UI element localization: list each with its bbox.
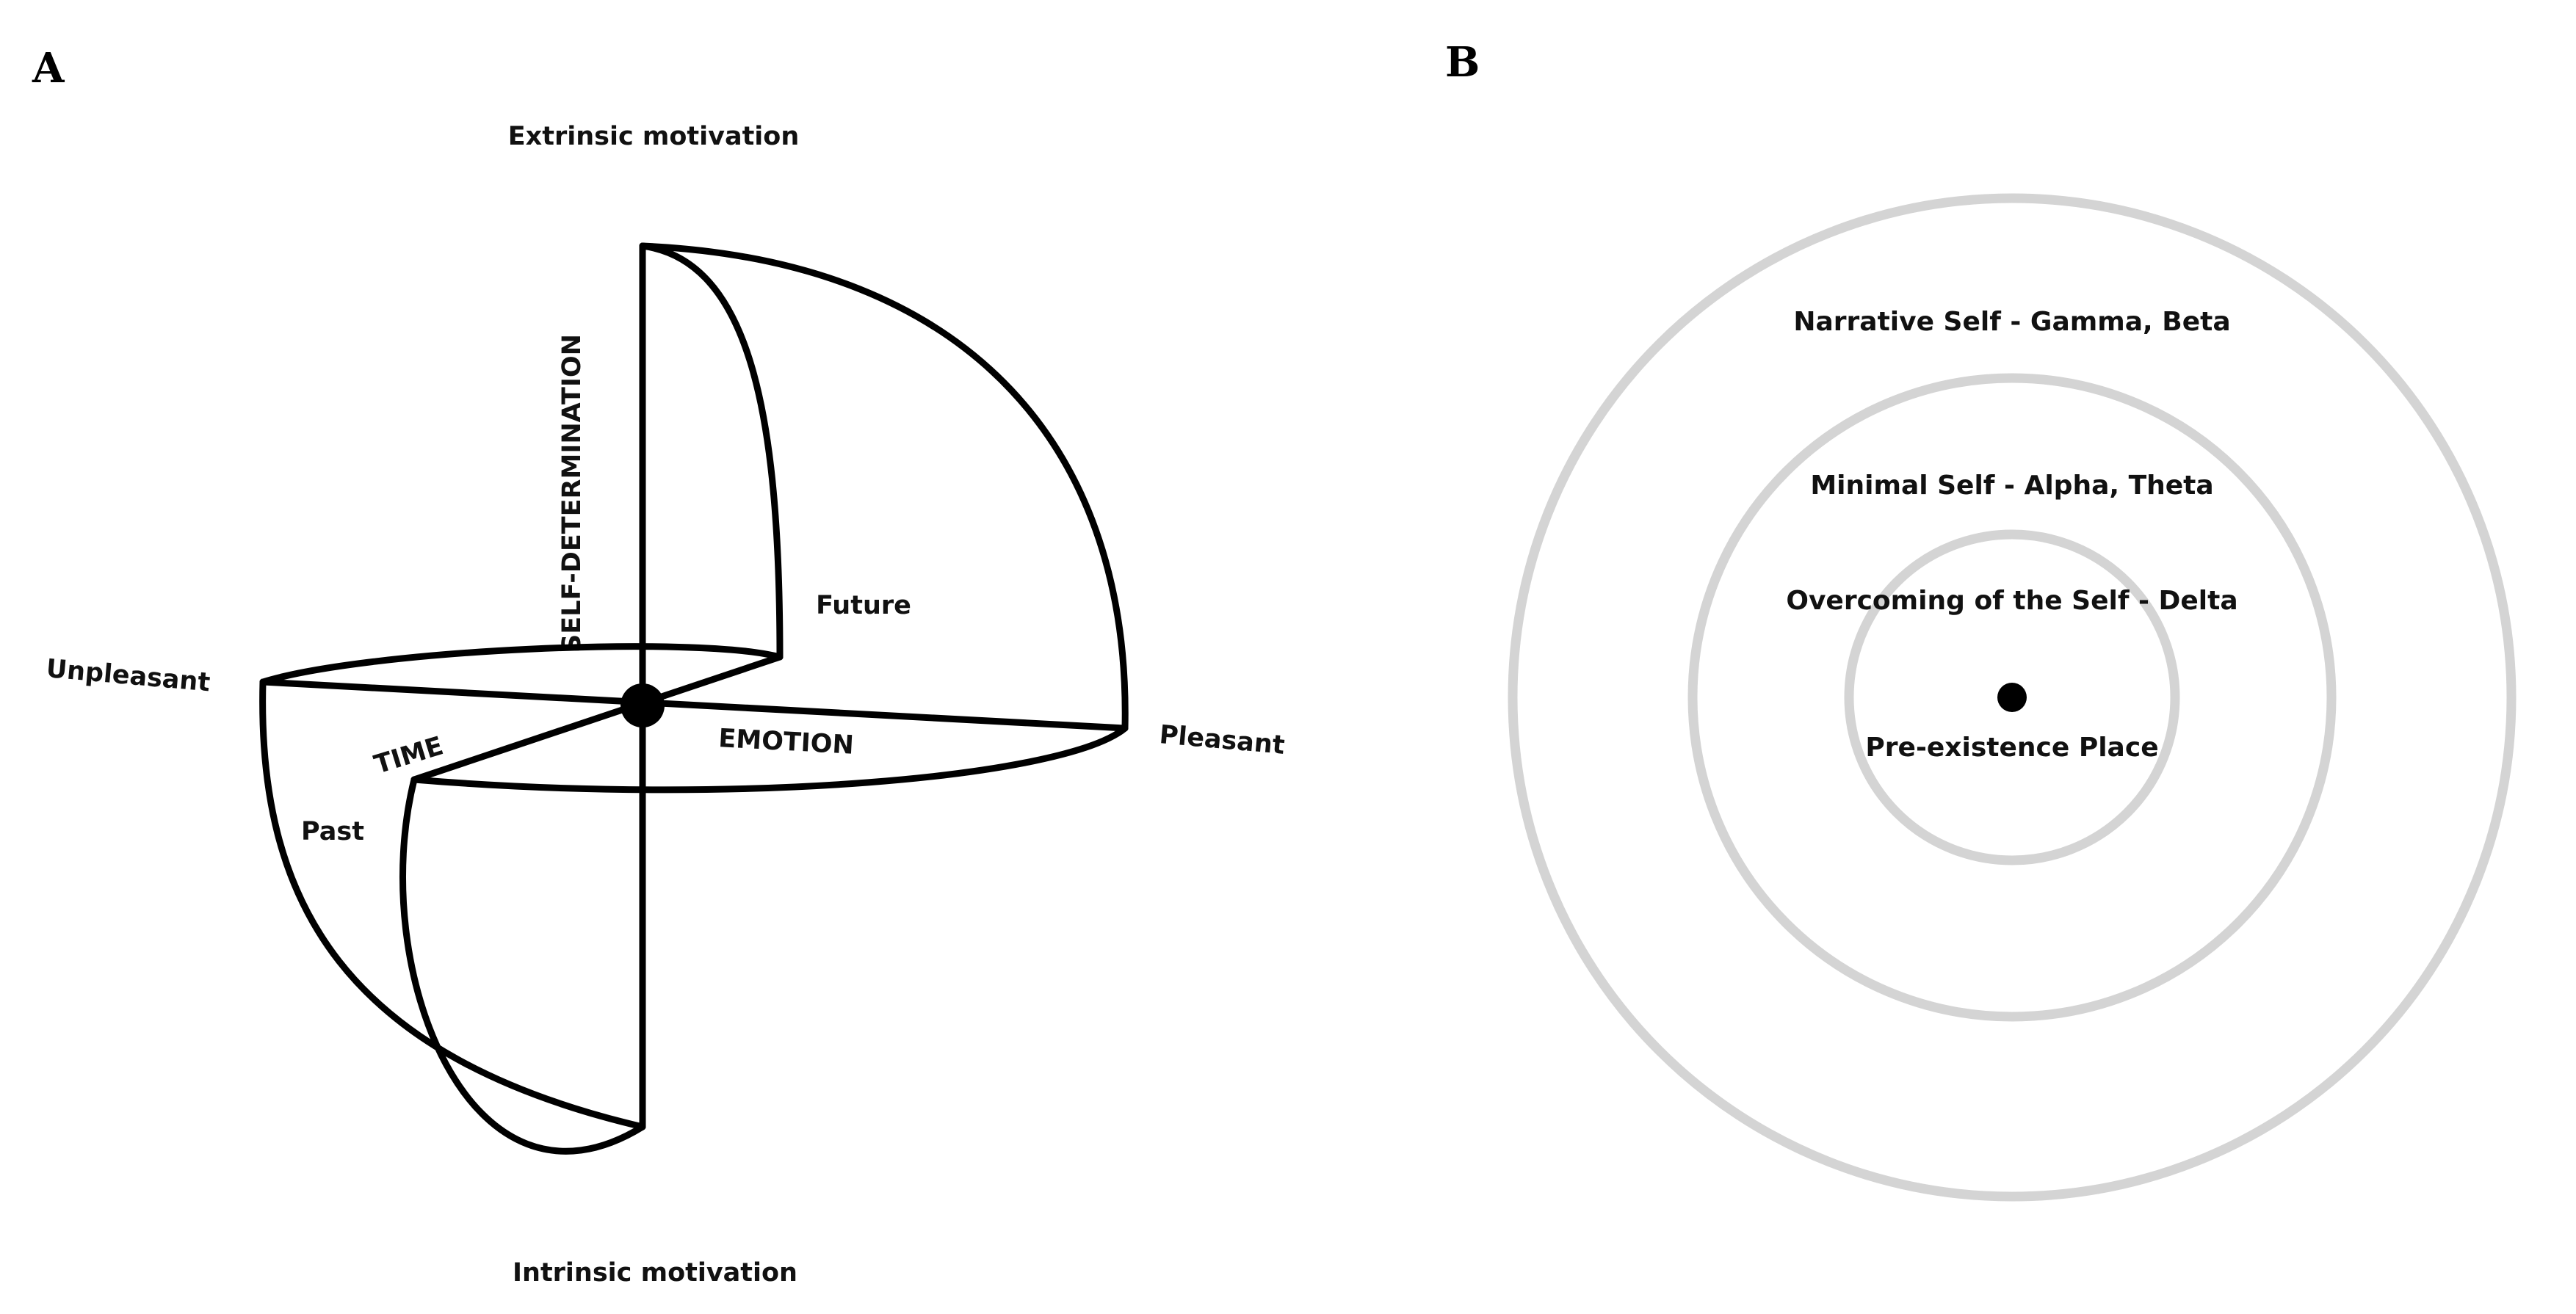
origin-dot: [621, 683, 665, 727]
emotion-axis-line: [259, 678, 1129, 732]
label-pleasant: Pleasant: [1158, 720, 1286, 761]
panel-b: B Narrative Self - Gamma, Beta Minimal S…: [1445, 38, 2517, 1202]
past-outer-arc: [259, 678, 646, 1130]
emotion-plane-front-arc: [410, 725, 1129, 794]
future-outer-arc: [639, 242, 1129, 732]
label-extrinsic-motivation: Extrinsic motivation: [508, 122, 800, 151]
label-pre-existence-place: Pre-existence Place: [1865, 733, 2158, 763]
label-overcoming-self: Overcoming of the Self - Delta: [1786, 586, 2237, 616]
label-emotion-axis: EMOTION: [717, 724, 854, 761]
label-self-determination-axis: SELF-DETERMINATION: [557, 334, 587, 653]
label-past: Past: [301, 817, 364, 846]
label-narrative-self: Narrative Self - Gamma, Beta: [1793, 307, 2230, 337]
label-future: Future: [816, 591, 911, 620]
emotion-plane-back-arc: [259, 643, 784, 686]
ring-overcoming-self: [1844, 529, 2180, 865]
label-intrinsic-motivation: Intrinsic motivation: [513, 1258, 797, 1288]
center-dot: [1997, 683, 2027, 712]
label-minimal-self: Minimal Self - Alpha, Theta: [1810, 471, 2213, 501]
time-axis-line: [410, 653, 784, 783]
panel-a: A Extrinsic motivation Intrinsic motivat…: [32, 44, 1286, 1288]
label-unpleasant: Unpleasant: [45, 654, 211, 697]
ring-minimal-self: [1687, 373, 2337, 1022]
past-inner-arc: [399, 776, 646, 1155]
future-inner-arc: [639, 242, 784, 661]
ring-narrative-self: [1508, 193, 2517, 1202]
panel-a-letter: A: [32, 44, 65, 92]
panel-b-letter: B: [1445, 38, 1480, 87]
